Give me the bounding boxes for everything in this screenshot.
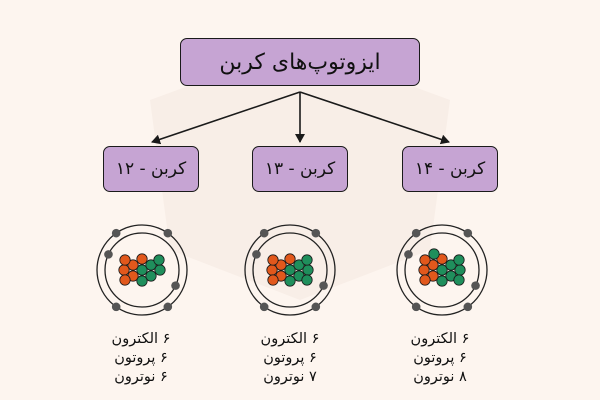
proton (427, 259, 439, 271)
outer-orbit (96, 224, 188, 316)
electron (111, 302, 121, 312)
electron-count: ۶ الکترون (260, 331, 320, 347)
neutron (301, 254, 313, 266)
electron (311, 228, 321, 238)
proton (419, 274, 431, 286)
neutron (453, 254, 465, 266)
electron (259, 302, 269, 312)
proton (284, 253, 296, 265)
electron (163, 302, 173, 312)
outer-orbit (244, 224, 336, 316)
connector-lines (151, 91, 450, 145)
particle-counts-c12: ۶ الکترون ۶ پروتون ۶ نوترون (86, 330, 196, 387)
proton (419, 254, 431, 266)
outer-orbit (396, 224, 488, 316)
neutron (436, 264, 448, 276)
particle-counts-c13: ۶ الکترون ۶ پروتون ۷ نوترون (235, 330, 345, 387)
neutron (145, 270, 157, 282)
proton (267, 274, 279, 286)
proton (136, 253, 148, 265)
proton (275, 259, 287, 271)
electron (252, 250, 261, 259)
neutron (428, 248, 440, 260)
neutron (301, 274, 313, 286)
proton (418, 264, 430, 276)
proton (127, 259, 139, 271)
electron (104, 250, 113, 259)
isotope-box-c12: کربن - ۱۲ (103, 146, 199, 192)
neutron (445, 259, 457, 271)
electron-count: ۶ الکترون (410, 331, 470, 347)
inner-orbit (104, 232, 180, 308)
isotope-box-c13: کربن - ۱۳ (252, 146, 348, 192)
electron-count: ۶ الکترون (111, 331, 171, 347)
neutron (284, 264, 296, 276)
title-box: ایزوتوپ‌های کربن (180, 38, 420, 86)
neutron-count: ۷ نوترون (263, 369, 317, 385)
neutron-count: ۸ نوترون (413, 369, 467, 385)
electron (463, 302, 473, 312)
electron (463, 228, 473, 238)
atom-model-c13 (244, 224, 336, 316)
electron (471, 281, 480, 290)
neutron-count: ۶ نوترون (114, 369, 168, 385)
neutron (454, 264, 466, 276)
neutron (302, 264, 314, 276)
isotope-label: کربن - ۱۴ (414, 159, 486, 179)
proton-count: ۶ پروتون (413, 350, 467, 366)
electron (311, 302, 321, 312)
electron (411, 228, 421, 238)
neutron (453, 274, 465, 286)
neutron (154, 264, 166, 276)
neutron (284, 275, 296, 287)
isotope-label: کربن - ۱۲ (115, 159, 187, 179)
diagram-title: ایزوتوپ‌های کربن (219, 49, 381, 75)
proton (267, 254, 279, 266)
electron (171, 281, 180, 290)
neutron (136, 264, 148, 276)
electron (404, 250, 413, 259)
neutron (136, 275, 148, 287)
neutron (436, 275, 448, 287)
isotope-box-c14: کربن - ۱۴ (402, 146, 498, 192)
particle-counts-c14: ۶ الکترون ۶ پروتون ۸ نوترون (385, 330, 495, 387)
inner-orbit (252, 232, 328, 308)
neutron (293, 259, 305, 271)
electron (411, 302, 421, 312)
neutron (153, 254, 165, 266)
isotope-label: کربن - ۱۳ (264, 159, 336, 179)
atom-models (96, 224, 488, 316)
proton (119, 254, 131, 266)
proton (118, 264, 130, 276)
electron (111, 228, 121, 238)
proton (436, 253, 448, 265)
electron (163, 228, 173, 238)
electron (259, 228, 269, 238)
proton (119, 274, 131, 286)
inner-orbit (404, 232, 480, 308)
atom-model-c12 (96, 224, 188, 316)
connector-to-c14 (299, 91, 450, 145)
proton (266, 264, 278, 276)
proton-count: ۶ پروتون (263, 350, 317, 366)
neutron (145, 259, 157, 271)
electron (319, 281, 328, 290)
proton-count: ۶ پروتون (114, 350, 168, 366)
connector-to-c12 (151, 91, 301, 145)
atom-model-c14 (396, 224, 488, 316)
